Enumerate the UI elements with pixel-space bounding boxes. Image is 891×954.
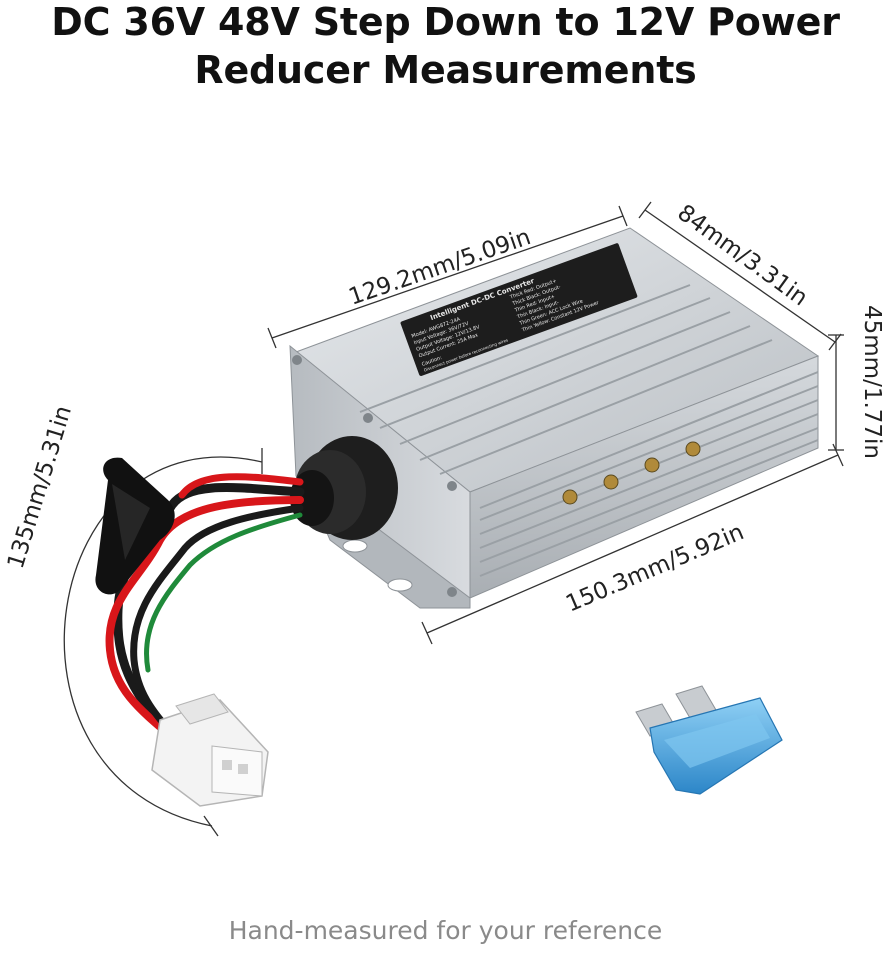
dimension-arc-cable [63,448,263,837]
page-title: DC 36V 48V Step Down to 12V Power Reduce… [0,0,891,94]
title-line-2: Reducer Measurements [194,48,697,92]
dimension-line-height [828,334,844,451]
dim-cable-text: 135mm/5.31in [3,403,77,572]
dim-height-text: 45mm/1.77in [859,305,885,459]
white-connector [151,693,269,807]
terminal-screws [562,441,701,505]
cooling-fins [359,284,819,577]
blade-fuse [635,685,783,795]
wire-bundle [105,473,305,752]
fuse-holder [95,457,175,595]
title-line-1: DC 36V 48V Step Down to 12V Power [51,0,840,44]
dimension-line-bottom-length [421,443,844,645]
dimension-line-width [638,201,842,351]
dimension-line-top-length [267,205,628,349]
caption: Hand-measured for your reference [228,916,663,945]
